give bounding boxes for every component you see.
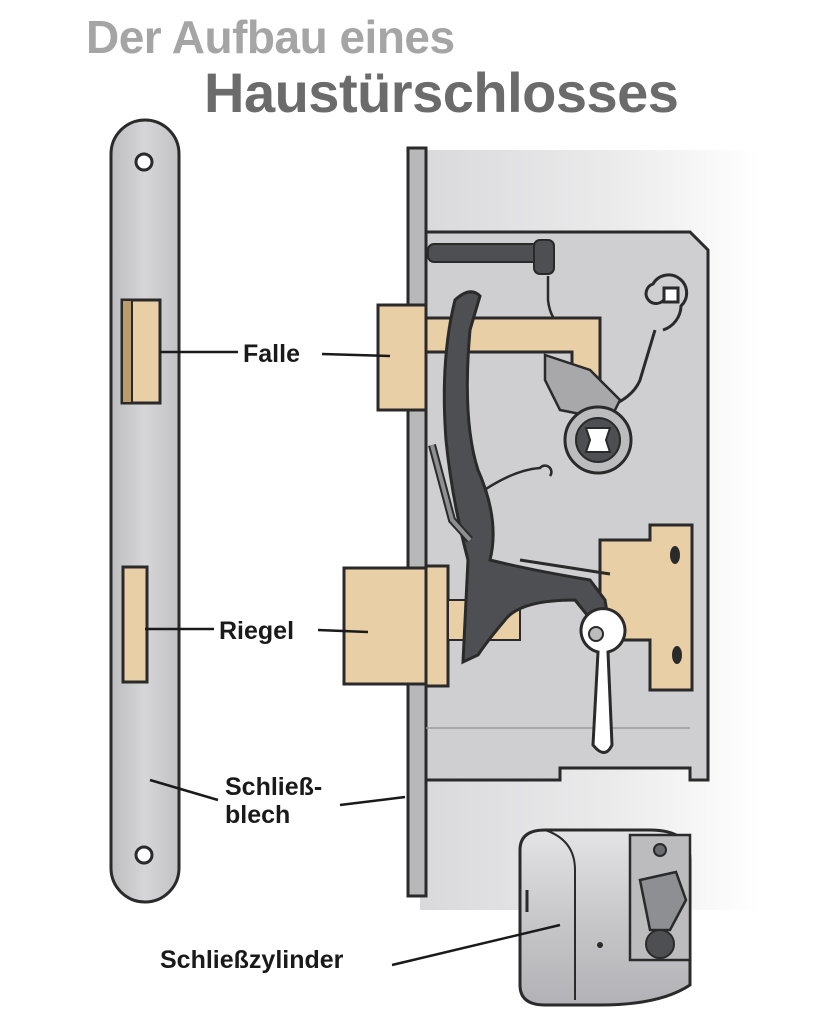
lock-cylinder <box>518 828 692 1007</box>
follower-nut <box>543 353 633 475</box>
label-falle: Falle <box>243 340 300 368</box>
small-spring <box>469 464 553 502</box>
leader-falle-right <box>321 352 391 358</box>
strike-plate-screw-hole-bottom <box>134 845 154 865</box>
leader-stulp <box>339 795 406 807</box>
label-schliessblech: Schließ- blech <box>225 773 322 829</box>
diagram-title-line-2: Haustürschlosses <box>204 61 679 124</box>
diagram-title-line-1: Der Aufbau eines <box>86 11 455 63</box>
lock-case <box>424 230 710 782</box>
strike-bolt-opening <box>121 565 149 684</box>
latch-bolt <box>376 303 602 412</box>
strike-plate <box>109 118 181 904</box>
label-riegel: Riegel <box>219 617 295 645</box>
cylinder-keyhole <box>579 607 627 754</box>
label-schliessblech-line-1: Schließ- <box>225 773 323 801</box>
leader-zylinder <box>391 923 561 967</box>
strike-plate-screw-hole-top <box>134 152 154 172</box>
leader-riegel-right <box>317 628 369 634</box>
lock-faceplate <box>406 146 428 898</box>
cylinder-cam <box>638 870 688 932</box>
label-schliessblech-line-2: blech <box>225 801 291 829</box>
leader-schliessblech <box>149 778 219 802</box>
label-schliesszylinder: Schließzylinder <box>160 946 344 974</box>
leader-lines <box>145 350 561 967</box>
